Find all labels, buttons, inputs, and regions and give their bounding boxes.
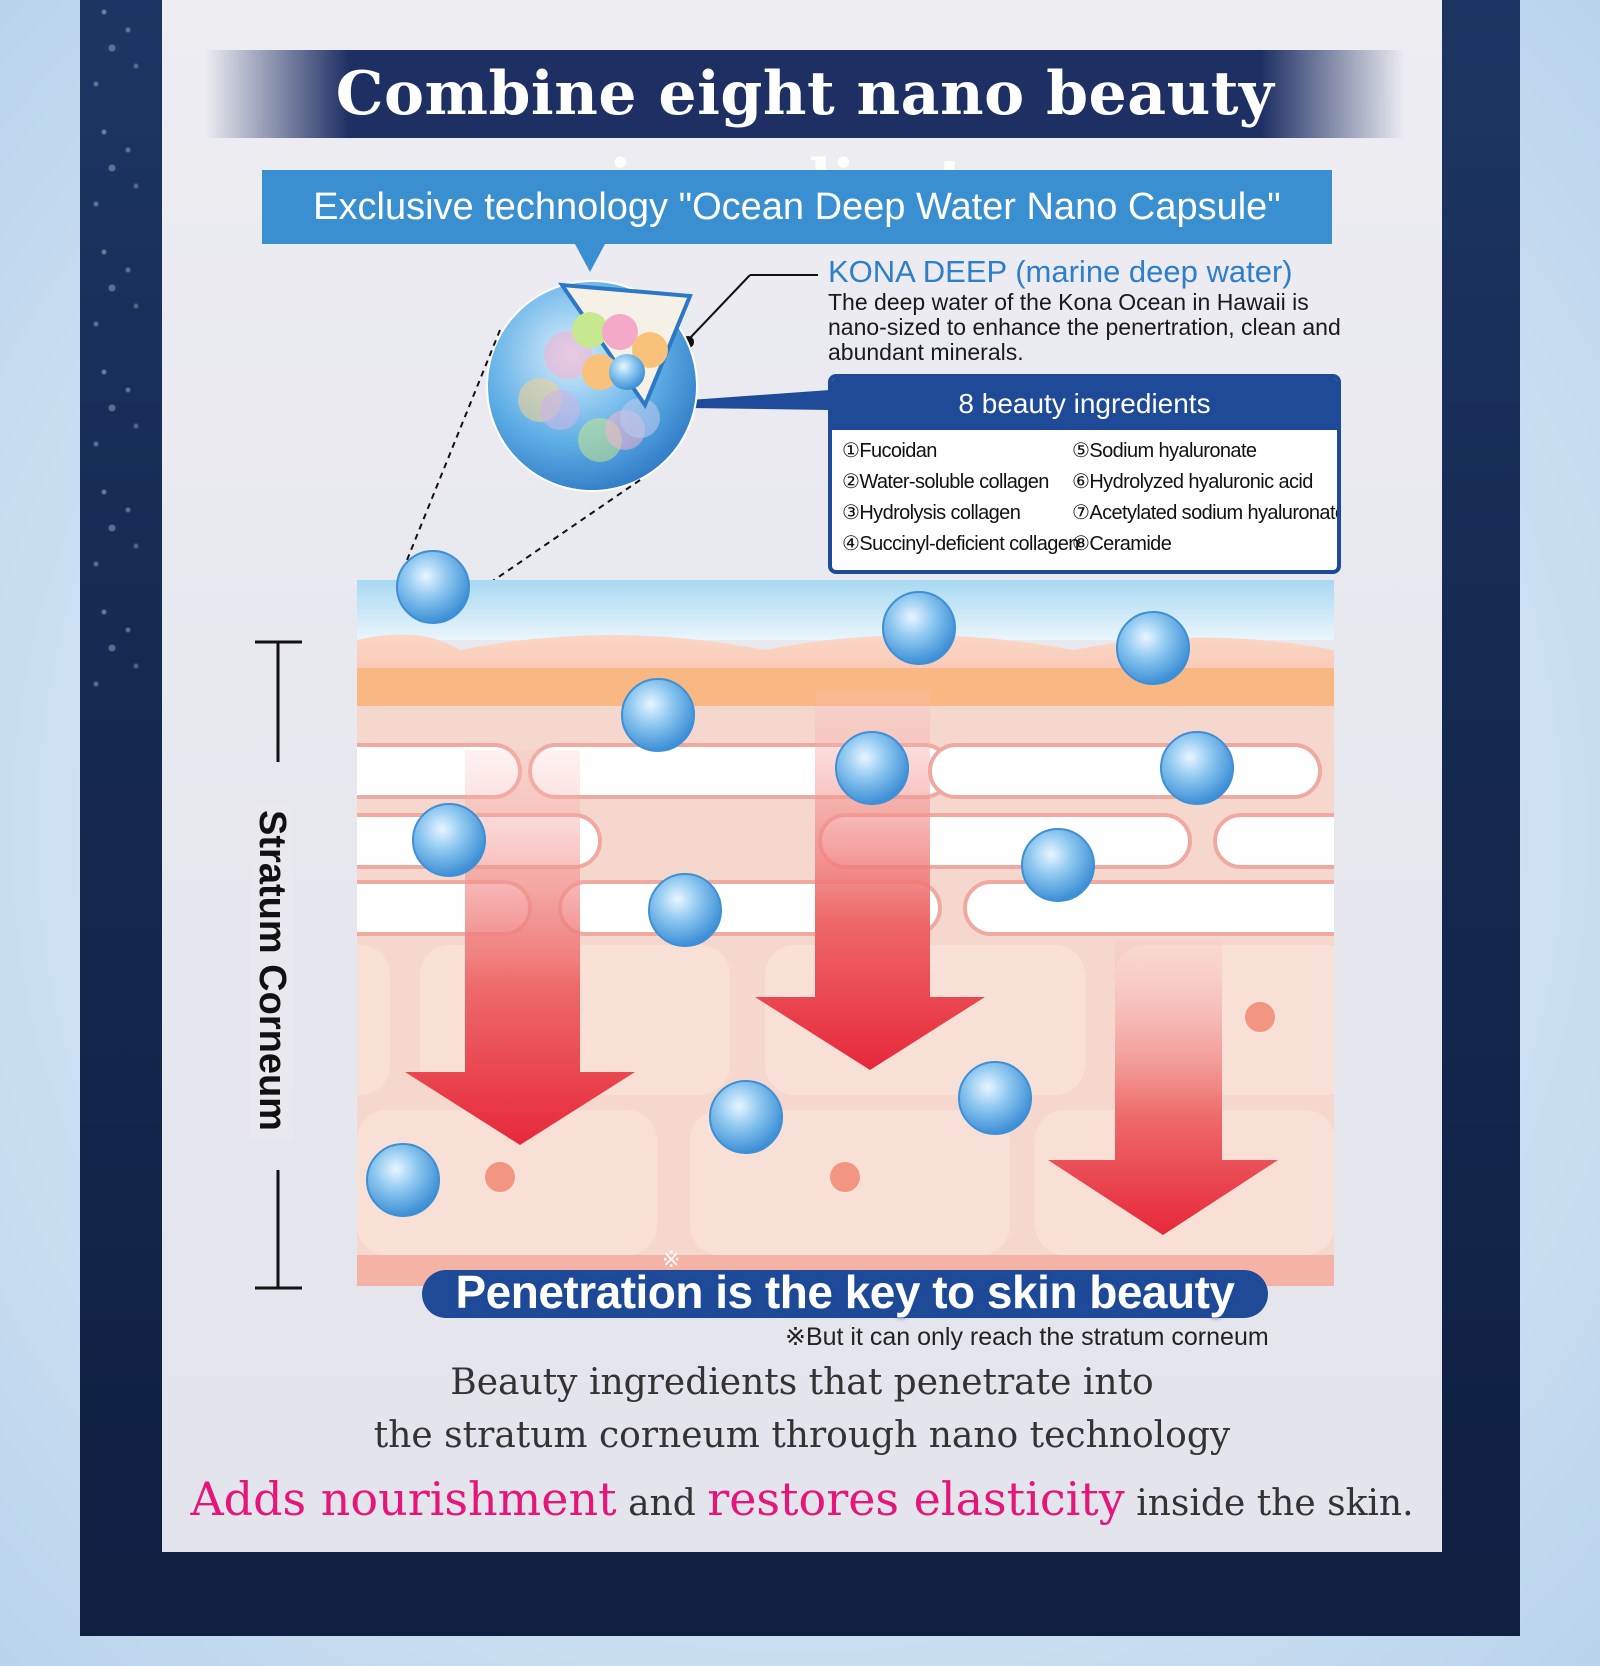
body-line-3-end: inside the skin. <box>1124 1483 1414 1524</box>
zoom-dashed-lines <box>404 329 641 599</box>
key-message-footnote: ※But it can only reach the stratum corne… <box>785 1323 1269 1351</box>
nano-particles <box>366 550 1234 1217</box>
body-line-1: Beauty ingredients that penetrate into <box>450 1362 1154 1403</box>
water-drops-decoration <box>80 0 160 700</box>
ingredient-item: ②Water-soluble collagen <box>842 471 1049 493</box>
arrow-down-1 <box>405 750 635 1145</box>
kona-deep-title: KONA DEEP (marine deep water) <box>828 254 1293 289</box>
tech-label-box: Exclusive technology "Ocean Deep Water N… <box>262 170 1332 244</box>
ingredients-box: 8 beauty ingredients ①Fucoidan ⑤Sodium h… <box>828 374 1341 574</box>
ingredient-item: ③Hydrolysis collagen <box>842 502 1021 524</box>
ingredient-item: ④Succinyl-deficient collagen <box>842 533 1079 555</box>
ingredient-item: ⑤Sodium hyaluronate <box>1072 440 1257 462</box>
body-line-3: Adds nourishment and restores elasticity… <box>162 1472 1442 1526</box>
ingredient-item: ⑧Ceramide <box>1072 533 1172 555</box>
ingredient-item: ⑥Hydrolyzed hyaluronic acid <box>1072 471 1313 493</box>
penetration-arrows <box>405 690 1278 1235</box>
nano-capsule <box>486 280 698 492</box>
stratum-corneum-label: Stratum Corneum <box>249 801 293 1139</box>
stratum-bracket <box>255 640 302 1290</box>
key-message-footnote-mark: ※ <box>662 1248 681 1273</box>
key-message-pill <box>422 1270 1268 1318</box>
ingredients-heading: 8 beauty ingredients <box>832 378 1337 430</box>
stratum-corneum-label-wrap: Stratum Corneum <box>246 770 296 1170</box>
body-line-2: the stratum corneum through nano technol… <box>373 1415 1231 1456</box>
key-message: Penetration is the key to skin beauty <box>455 1266 1235 1318</box>
ingredient-item: ①Fucoidan <box>842 440 937 462</box>
highlight-elasticity: restores elasticity <box>707 1472 1125 1526</box>
tech-label-pointer <box>575 244 605 272</box>
highlight-nourishment: Adds nourishment <box>190 1472 617 1526</box>
kona-deep-description: The deep water of the Kona Ocean in Hawa… <box>828 289 1341 365</box>
leader-lines <box>682 274 830 410</box>
arrow-down-3 <box>1048 940 1278 1235</box>
body-line-3-joiner: and <box>616 1483 708 1524</box>
arrow-down-2 <box>755 690 985 1070</box>
title-band <box>205 50 1405 138</box>
ingredient-item: ⑦Acetylated sodium hyaluronate <box>1072 502 1341 524</box>
ingredients-list: ①Fucoidan ⑤Sodium hyaluronate ②Water-sol… <box>832 430 1337 556</box>
